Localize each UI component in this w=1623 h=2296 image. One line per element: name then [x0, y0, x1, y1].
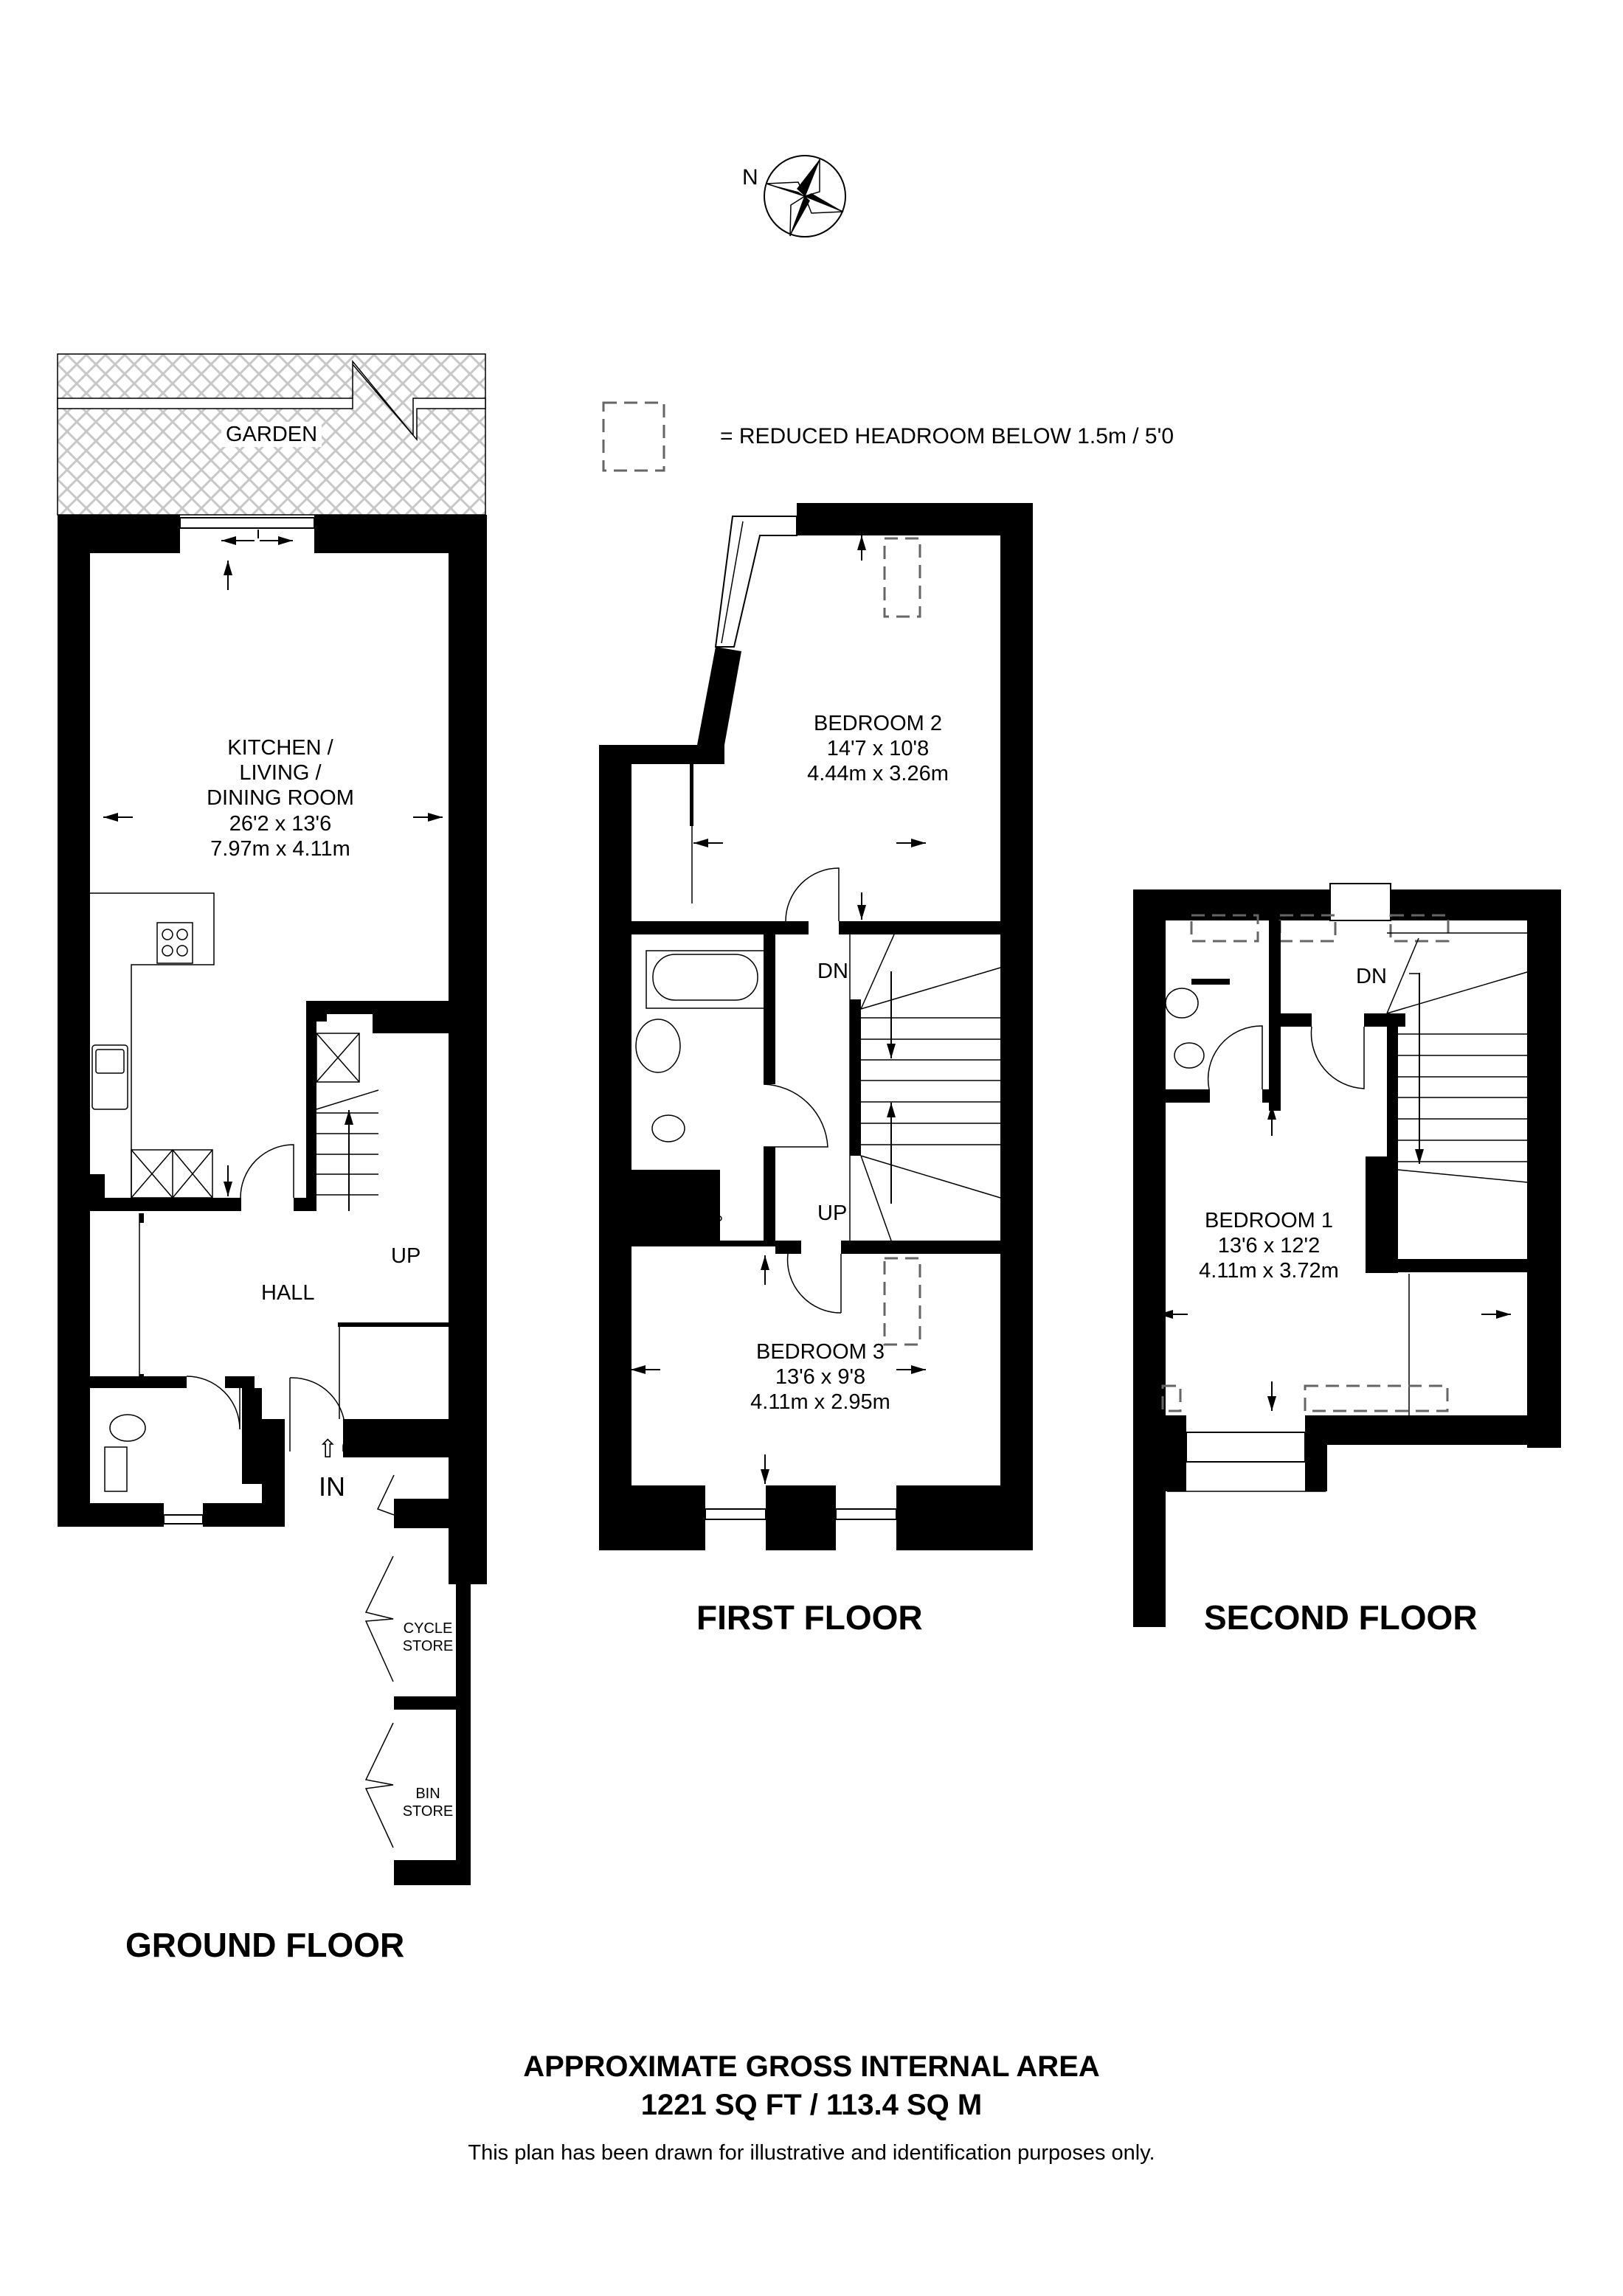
room-metric-dimensions: 4.44m x 3.26m [807, 762, 949, 786]
label-line: BIN [415, 1786, 440, 1802]
second-floor-title: SECOND FLOOR [1204, 1598, 1478, 1637]
toilet-icon [651, 1114, 685, 1142]
kitchen-living-dining-label: KITCHEN / LIVING / DINING ROOM 26'2 x 13… [170, 735, 391, 861]
entrance-in-label: IN [319, 1471, 345, 1502]
room-metric-dimensions: 4.11m x 2.95m [750, 1390, 890, 1415]
room-metric-dimensions: 4.11m x 3.72m [1199, 1259, 1339, 1283]
room-name-line: KITCHEN / [227, 736, 333, 760]
room-name: BEDROOM 1 [1204, 1209, 1334, 1232]
bedroom-2-label: BEDROOM 2 14'7 x 10'8 4.44m x 3.26m [767, 711, 989, 787]
storage-box [316, 1033, 360, 1083]
entrance-arrow-icon: ⇧ [317, 1435, 339, 1463]
room-imperial-dimensions: 14'7 x 10'8 [826, 737, 930, 761]
bath-icon [646, 950, 765, 1009]
sink-icon [91, 1044, 128, 1110]
legend-dashed-box-icon [602, 401, 665, 472]
area-summary: APPROXIMATE GROSS INTERNAL AREA 1221 SQ … [0, 2047, 1623, 2165]
legend-text: = REDUCED HEADROOM BELOW 1.5m / 5'0 [720, 424, 1174, 448]
first-stairs-up-label: UP [817, 1201, 848, 1225]
basin-icon [104, 1446, 128, 1492]
room-name-line: DINING ROOM [207, 786, 354, 811]
hob-icon [156, 922, 193, 964]
area-heading: APPROXIMATE GROSS INTERNAL AREA [523, 2050, 1100, 2083]
bedroom-1-label: BEDROOM 1 13'6 x 12'2 4.11m x 3.72m [1158, 1208, 1380, 1284]
room-imperial-dimensions: 13'6 x 9'8 [775, 1365, 866, 1390]
ground-floor-plan [57, 353, 487, 1885]
room-imperial-dimensions: 26'2 x 13'6 [229, 811, 332, 836]
room-name-line: LIVING / [239, 761, 322, 785]
first-floor-plan [599, 503, 1033, 1550]
first-floor-title: FIRST FLOOR [696, 1598, 923, 1637]
compass-north-label: N [742, 165, 758, 190]
label-line: STORE [402, 1803, 454, 1820]
basin-icon [1165, 988, 1199, 1019]
room-imperial-dimensions: 13'6 x 12'2 [1217, 1234, 1321, 1258]
room-metric-dimensions: 7.97m x 4.11m [210, 836, 350, 861]
shower-icon [716, 1215, 722, 1221]
label-line: CYCLE [403, 1620, 453, 1637]
basin-icon [635, 1019, 681, 1073]
area-value: 1221 SQ FT / 113.4 SQ M [640, 2089, 983, 2121]
reduced-headroom-area [883, 537, 921, 618]
first-stairs-down-label: DN [817, 960, 848, 983]
ground-floor-title: GROUND FLOOR [125, 1926, 405, 1964]
reduced-headroom-area [883, 1257, 921, 1346]
second-floor-plan [1133, 883, 1561, 1627]
toilet-icon [109, 1414, 146, 1442]
label-line: STORE [402, 1638, 454, 1654]
disclaimer-text: This plan has been drawn for illustrativ… [468, 2141, 1155, 2165]
second-stairs-down-label: DN [1356, 965, 1387, 988]
toilet-icon [1174, 1042, 1205, 1069]
hall-label: HALL [261, 1281, 315, 1305]
compass-rose-icon [764, 155, 846, 237]
bedroom-3-label: BEDROOM 3 13'6 x 9'8 4.11m x 2.95m [710, 1339, 931, 1415]
garden-label: GARDEN [221, 422, 322, 448]
room-name: BEDROOM 2 [813, 712, 943, 735]
room-name: BEDROOM 3 [755, 1340, 885, 1364]
cycle-store-label: CYCLE STORE [400, 1620, 456, 1655]
ground-stairs-up-label: UP [391, 1244, 421, 1268]
bin-store-label: BIN STORE [400, 1785, 456, 1820]
door-swing [240, 1144, 294, 1199]
